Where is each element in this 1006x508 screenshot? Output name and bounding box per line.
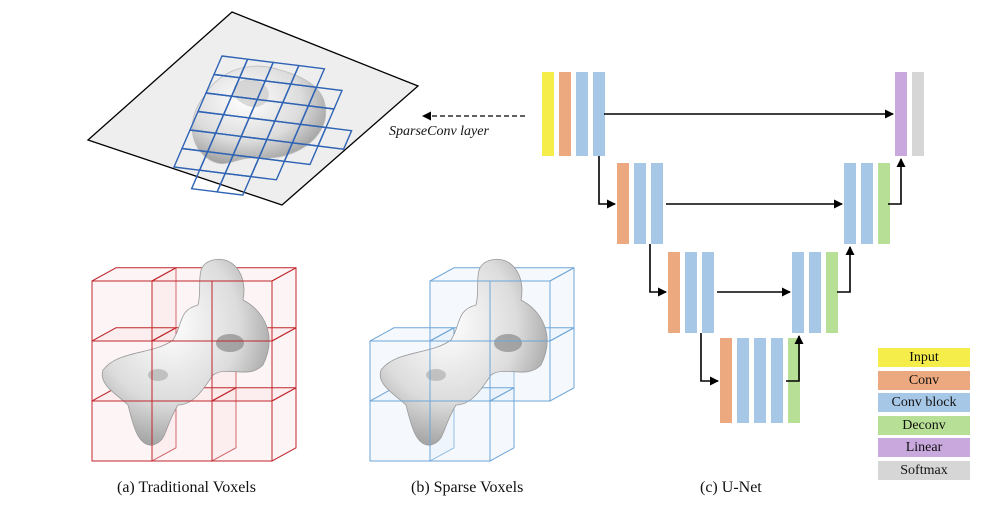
deconv-layer [878,163,890,244]
conv-block-layer [809,252,821,333]
conv-block-layer [685,252,697,333]
molecule-surface [101,258,270,446]
voxel-edge [211,400,273,462]
molecule-cavity [148,369,168,381]
traditional-voxels [91,258,297,462]
voxel-side [549,326,575,402]
molecule-surface [379,258,548,446]
caption-unet: (c) U-Net [700,479,762,496]
grid-cell [216,172,252,196]
connection-arrow [837,246,855,293]
grid-cell [283,142,320,166]
conv-layer [617,163,629,244]
conv-block-layer [634,163,646,244]
caption-traditional-voxels: (a) Traditional Voxels [117,479,256,496]
voxel-side [489,386,515,462]
conv-block-layer [844,163,856,244]
linear-layer [895,72,907,156]
molecule-cavity [494,334,522,352]
voxel-edge [429,400,491,462]
conv-block-layer [651,163,663,244]
grid-cell [316,126,353,150]
input-layer [542,72,554,156]
voxel-face [211,400,273,462]
sparse-voxel-grid [172,55,353,196]
sparse-voxels [369,258,575,462]
connection-arrow [700,333,719,386]
conv-block-layer [754,338,766,423]
legend-conv-block: Conv block [878,393,970,413]
conv-block-layer [737,338,749,423]
conv-layer [668,252,680,333]
voxel-edge [489,340,551,402]
molecule-cavity [216,334,244,352]
unet-diagram [542,72,924,423]
legend: Input Conv Conv block Deconv Linear Soft… [878,348,970,484]
conv-block-layer [792,252,804,333]
legend-conv: Conv [878,370,970,390]
legend-deconv: Deconv [878,415,970,435]
deconv-layer [826,252,838,333]
softmax-layer [912,72,924,156]
conv-layer [559,72,571,156]
connection-arrow [649,244,667,297]
conv-layer [720,338,732,423]
conv-block-layer [576,72,588,156]
connection-arrow [786,335,804,382]
caption-sparse-voxels: (b) Sparse Voxels [411,479,524,496]
voxel-grid-plane [86,11,420,206]
conv-block-layer [702,252,714,333]
conv-block-layer [861,163,873,244]
legend-input: Input [878,348,970,367]
legend-softmax: Softmax [878,460,970,480]
conv-block-layer [593,72,605,156]
conv-block-layer [771,338,783,423]
voxel-side [271,386,297,462]
connection-arrow [888,158,906,205]
sparseconv-layer-label: SparseConv layer [389,124,489,139]
molecule-cavity [426,369,446,381]
connection-arrow [598,156,616,209]
grid-cell [249,157,286,181]
legend-linear: Linear [878,438,970,458]
